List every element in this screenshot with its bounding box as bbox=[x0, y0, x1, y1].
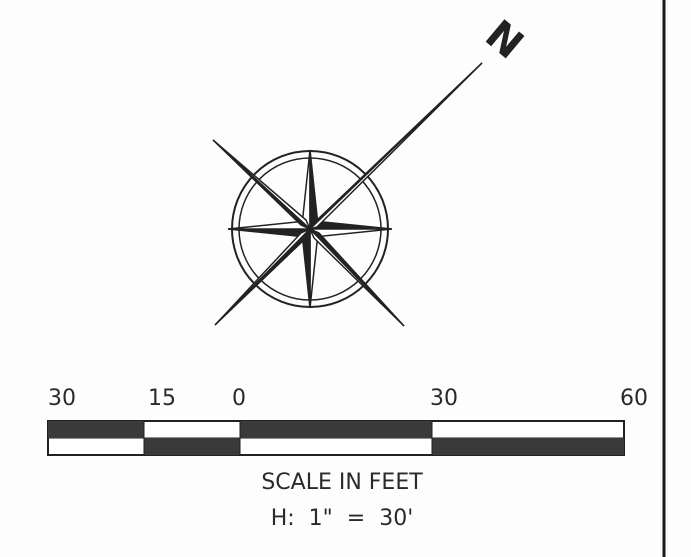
scale-ratio-label: H: 1" = 30' bbox=[270, 506, 414, 531]
scale-segment bbox=[240, 421, 432, 438]
scale-tick-label: 60 bbox=[620, 386, 648, 411]
scale-units-label: SCALE IN FEET bbox=[261, 470, 423, 495]
compass-diagonal-points bbox=[212, 62, 483, 327]
scale-segment bbox=[144, 438, 240, 455]
scale-tick-label: 0 bbox=[232, 386, 246, 411]
scale-tick-label: 15 bbox=[148, 386, 176, 411]
scale-tick-label: 30 bbox=[48, 386, 76, 411]
scale-segment bbox=[48, 421, 144, 438]
scale-tick-label: 30 bbox=[430, 386, 458, 411]
scale-segment bbox=[432, 438, 624, 455]
